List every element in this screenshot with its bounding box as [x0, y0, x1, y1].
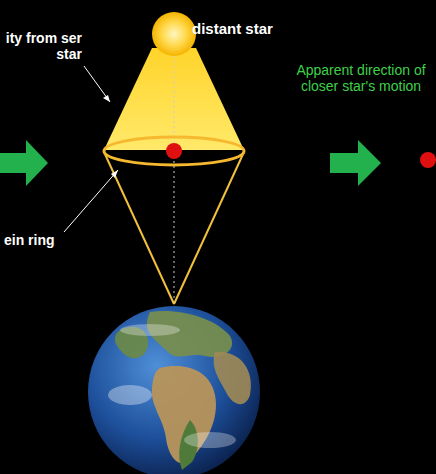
closer-star [166, 143, 182, 159]
motion-label: Apparent direction of closer star's moti… [292, 62, 430, 94]
leader-line [84, 66, 110, 102]
light-ray [104, 152, 174, 304]
light-cone [104, 48, 244, 150]
callout-label: ein ring [4, 232, 94, 248]
callout-label: ity from ser star [4, 30, 82, 62]
leader-line [64, 170, 118, 232]
light-ray [174, 152, 244, 304]
line-of-sight [174, 56, 175, 304]
distant-star [152, 12, 196, 56]
motion-arrow [330, 140, 381, 186]
earth [88, 306, 260, 474]
leader-head [111, 170, 118, 178]
motion-arrow [0, 140, 48, 186]
star-label: distant star [192, 20, 312, 37]
leader-head [103, 95, 110, 102]
closer-star [420, 152, 436, 168]
einstein-ring [104, 137, 244, 165]
